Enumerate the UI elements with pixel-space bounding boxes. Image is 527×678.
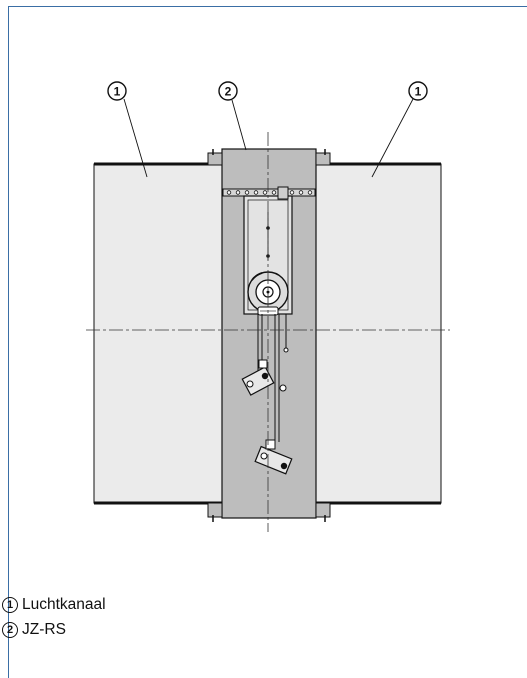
frame-left-border [8,6,9,678]
legend: 1 Luchtkanaal 2 JZ-RS [2,592,106,642]
svg-text:1: 1 [415,85,422,99]
legend-number: 2 [2,621,18,638]
technical-drawing: 1 2 1 [86,81,450,532]
svg-text:2: 2 [225,85,232,99]
left-duct [93,162,223,505]
legend-item-damper: 2 JZ-RS [2,617,106,642]
lower-latch [254,439,293,475]
legend-label: JZ-RS [22,620,66,638]
center-lines [86,132,450,532]
callout-right-duct: 1 [371,81,428,178]
upper-latch [241,359,275,396]
frame-top-border [8,6,527,7]
right-duct [315,162,442,505]
legend-label: Luchtkanaal [22,595,106,613]
callout-damper: 2 [218,81,247,151]
legend-number: 1 [2,596,18,613]
actuator-rods [257,314,289,442]
callout-left-duct: 1 [107,81,148,178]
legend-item-duct: 1 Luchtkanaal [2,592,106,617]
svg-text:1: 1 [114,85,121,99]
